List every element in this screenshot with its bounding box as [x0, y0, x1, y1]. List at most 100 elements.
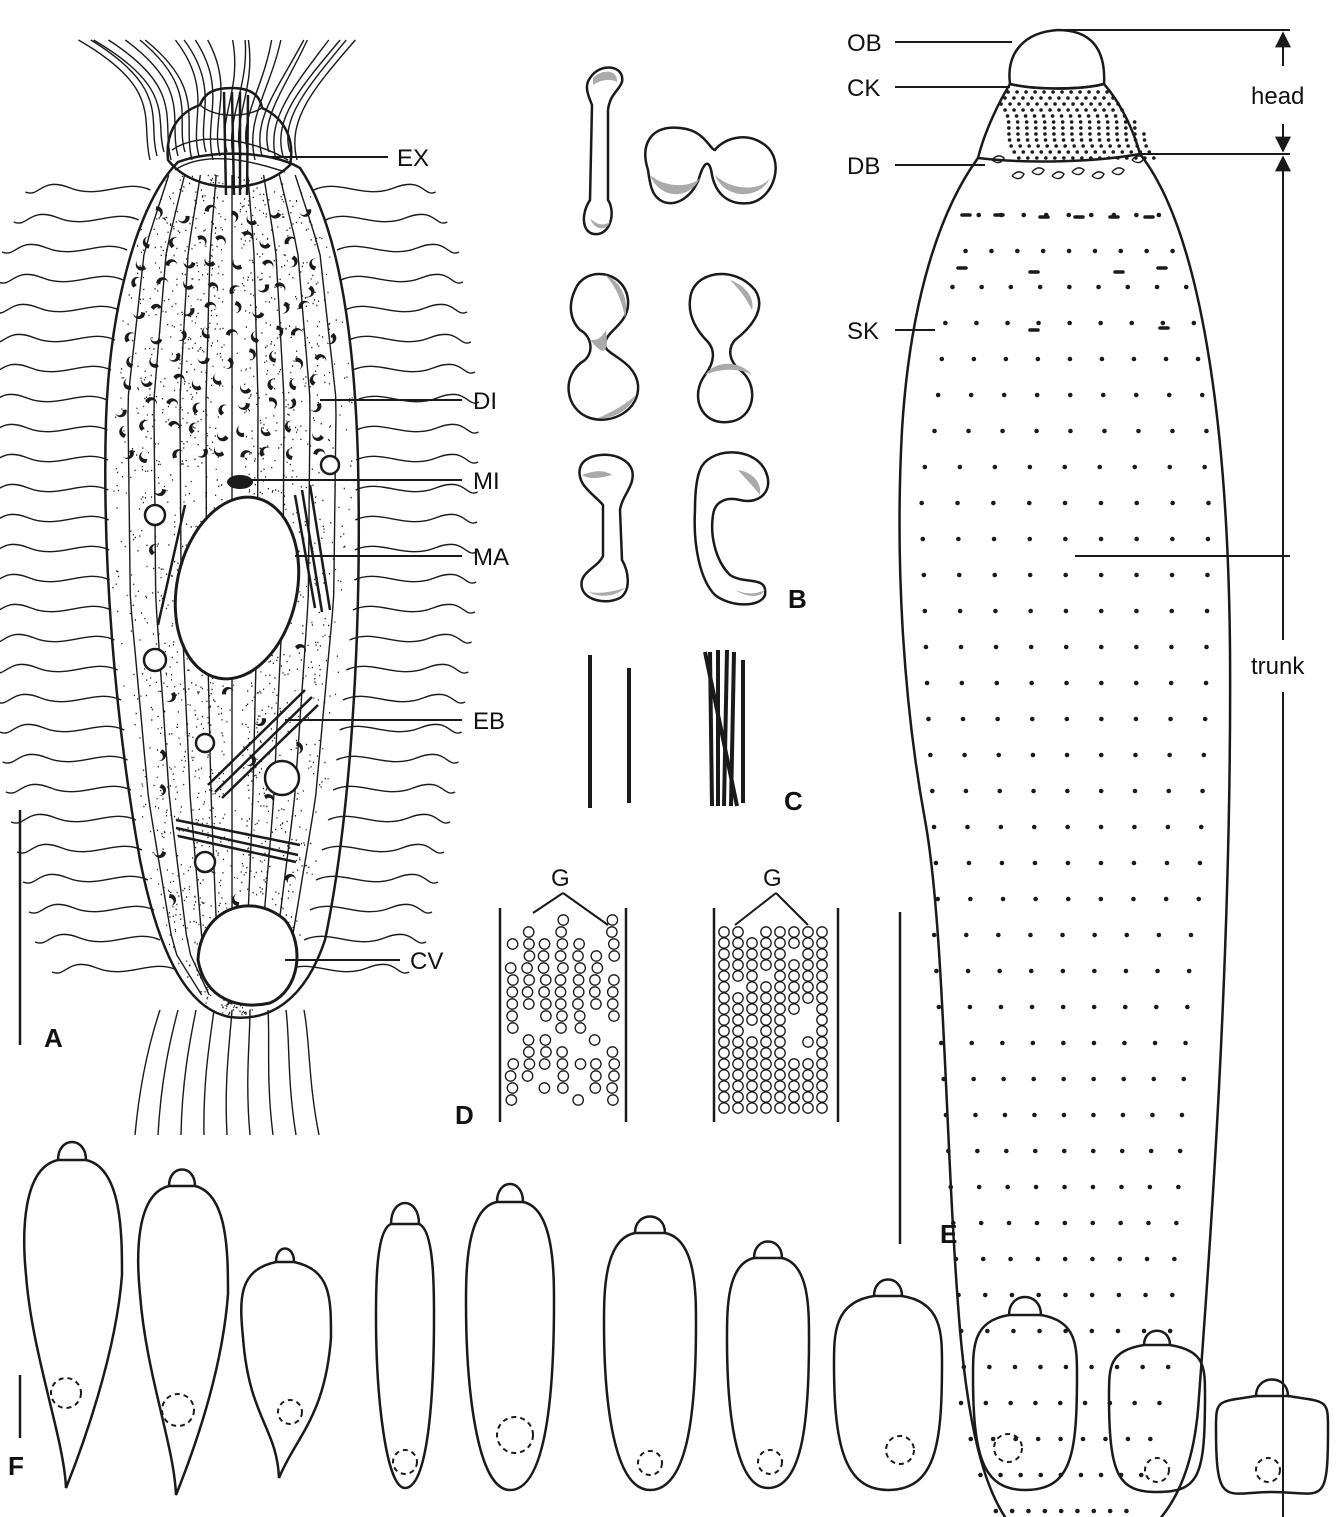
granule [555, 975, 565, 985]
granule [557, 1047, 567, 1057]
granule [719, 1026, 729, 1036]
cell-contractile-vacuole [393, 1450, 417, 1474]
cilium-left [0, 514, 109, 523]
granule [747, 1037, 757, 1047]
cilium-right [349, 334, 471, 343]
dikinetid-blob [262, 258, 276, 270]
granule [719, 1048, 729, 1058]
granule [539, 987, 549, 997]
granule-field-right [719, 927, 827, 1113]
cell-oral-bulge [874, 1280, 902, 1297]
cilium-left [3, 754, 128, 763]
label-db: DB [847, 153, 880, 180]
granule [607, 1047, 617, 1057]
dorsal-brush-dikinetid [1112, 168, 1124, 175]
panel-label-a: A [44, 1023, 63, 1053]
dikinetid-blob [310, 432, 324, 443]
trunk-outline [900, 154, 1231, 1517]
somatic-kineties-dots [922, 215, 1209, 1511]
cilium-left [2, 244, 127, 253]
granule [609, 975, 619, 985]
granule [789, 960, 799, 970]
cilium-left [52, 964, 177, 973]
granule [747, 1092, 757, 1102]
granule [719, 938, 729, 948]
cilium-left [29, 904, 154, 913]
granule [747, 949, 757, 959]
dorsal-brush-dikinetid [1092, 172, 1104, 179]
granule [761, 960, 771, 970]
cilium-right [304, 934, 426, 943]
granule [508, 1059, 518, 1069]
cell-contractile-vacuole [1145, 1458, 1169, 1482]
granule [589, 1035, 599, 1045]
dikinetid-blob [169, 894, 177, 906]
granule [733, 1004, 743, 1014]
granule [590, 975, 600, 985]
granule [761, 1026, 771, 1036]
granule [524, 1059, 534, 1069]
granule [817, 927, 827, 937]
dorsal-brush [992, 156, 1144, 179]
cell-contractile-vacuole [497, 1417, 533, 1453]
granule [747, 1081, 757, 1091]
dikinetid-blob [297, 299, 311, 310]
granule [747, 1004, 757, 1014]
granule [590, 1083, 600, 1093]
granule-shape-1 [584, 67, 622, 234]
dikinetid-blob [204, 301, 217, 310]
granule [733, 971, 743, 981]
cilium-left [0, 424, 107, 433]
cilium-left [35, 934, 160, 943]
dikinetid-blob [294, 642, 308, 655]
granule [733, 1037, 743, 1047]
granule [609, 1059, 619, 1069]
granule [747, 1059, 757, 1069]
granule [761, 1048, 771, 1058]
dorsal-brush-dikinetid [1072, 168, 1084, 175]
granule [573, 1095, 583, 1105]
cilium-right [333, 784, 455, 793]
oral-cilia [79, 40, 356, 160]
cilium-left [14, 214, 139, 223]
granule [775, 927, 785, 937]
dikinetid-blob [158, 784, 167, 797]
cell-outline [376, 1224, 434, 1488]
granule [523, 1035, 533, 1045]
cell-outline [1216, 1396, 1328, 1494]
cilium-left [0, 694, 121, 703]
granule [733, 938, 743, 948]
granule [733, 1092, 743, 1102]
dikinetid-blob [190, 400, 202, 414]
label-di: DI [473, 388, 497, 415]
dikinetid-blob [178, 215, 191, 225]
dikinetid-blob [122, 449, 136, 462]
cilium-left [0, 664, 118, 673]
granule [775, 1059, 785, 1069]
cilium-right [287, 964, 409, 973]
granule [747, 971, 757, 981]
granule [817, 993, 827, 1003]
cilium-right [353, 364, 475, 373]
dikinetid-blob [326, 332, 338, 346]
granule [747, 960, 757, 970]
granule [817, 1026, 827, 1036]
cilium-right [355, 544, 477, 553]
granule [719, 927, 729, 937]
cell-outline [1109, 1345, 1205, 1492]
dikinetid-blob [310, 402, 324, 414]
dikinetid-blob [294, 356, 304, 370]
cilium-left [0, 364, 111, 373]
granule [607, 1083, 617, 1093]
granule [556, 927, 566, 937]
granule [522, 963, 532, 973]
granule [789, 1081, 799, 1091]
granule [541, 975, 551, 985]
cilium-posterior [226, 1010, 232, 1135]
granule [558, 1071, 568, 1081]
label-ck: CK [847, 75, 880, 102]
granule [591, 1059, 601, 1069]
cell-contractile-vacuole [886, 1436, 914, 1464]
granule-shape-3 [569, 274, 639, 420]
granule [508, 975, 518, 985]
